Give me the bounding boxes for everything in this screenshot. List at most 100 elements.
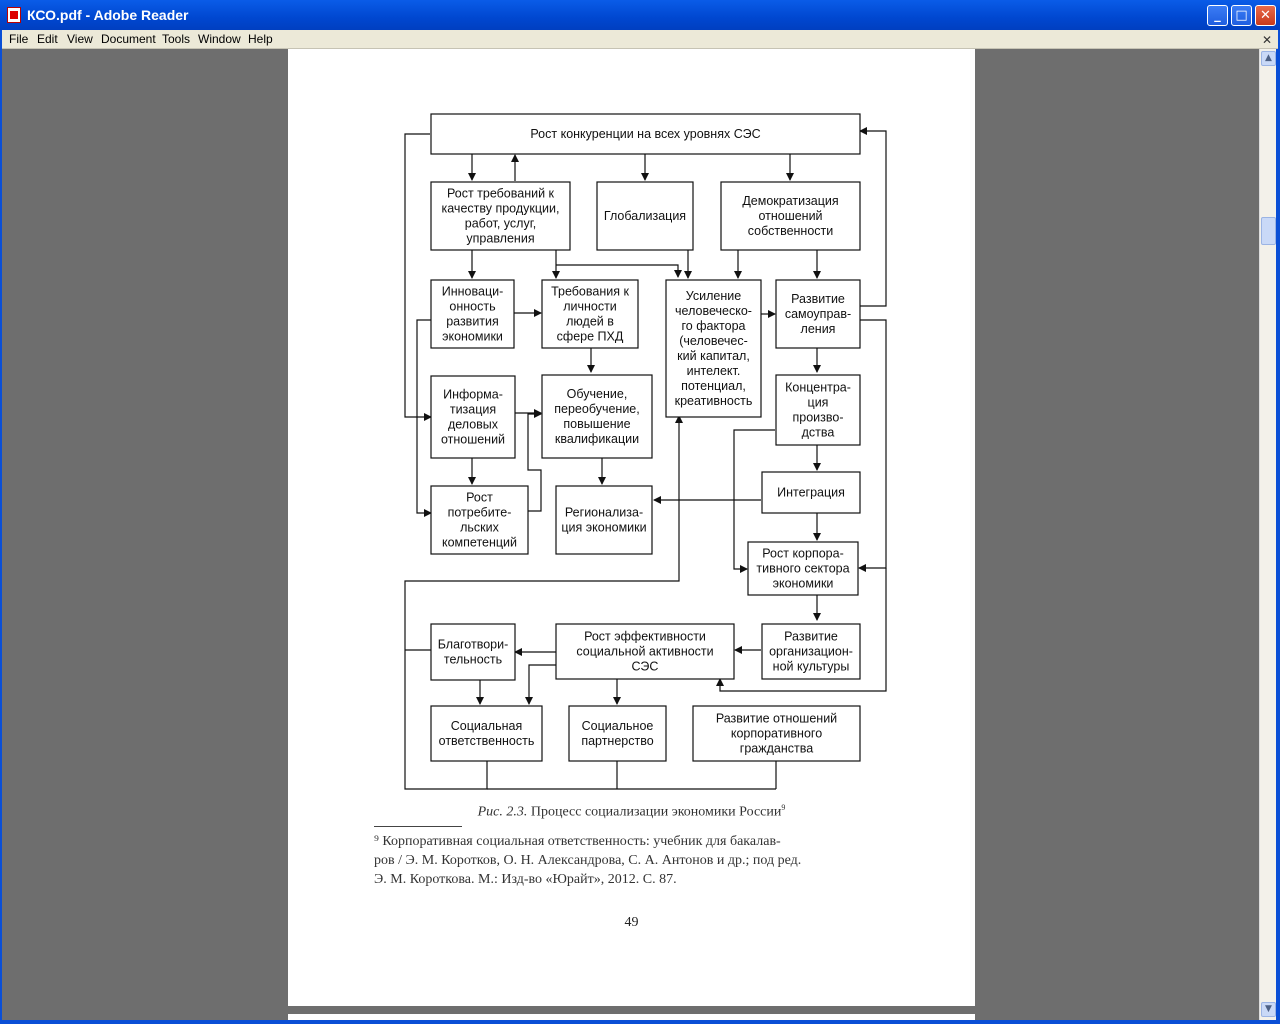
diagram-box-text: го фактора [682,319,746,333]
diagram-box-text: компетенций [442,536,517,550]
footnote-line: ров / Э. М. Коротков, О. Н. Александрова… [374,853,802,868]
menu-file[interactable]: File [9,32,29,46]
menu-bar: File Edit View Document Tools Window Hel… [2,30,1278,49]
diagram-box-text: отношений [441,433,505,447]
scrollbar-thumb[interactable] [1261,217,1276,245]
diagram-box-text: развития [446,315,499,329]
diagram-box-text: людей в [566,315,614,329]
menu-window[interactable]: Window [198,32,241,46]
diagram-box-text: ления [801,322,836,336]
diagram-box-frame [555,485,653,555]
maximize-button[interactable]: □ [1231,5,1252,26]
diagram-box-text: Рост эффективности [584,630,706,644]
scroll-down-arrow-icon[interactable]: ▼ [1261,1002,1276,1017]
diagram-box-text: интелект. [687,364,741,378]
diagram-box-frame [692,705,861,762]
diagram-box-text: личности [563,300,617,314]
diagram-box-text: человеческо- [675,304,752,318]
caption-text: Процесс социализации экономики России [527,804,782,820]
diagram-box-text: работ, услуг, [465,217,536,231]
diagram-box-text: Рост корпора- [762,547,844,561]
diagram-box-frame [430,623,516,681]
diagram-box-text: Развитие отношений [716,712,837,726]
diagram-box-korpgr: Развитие отношенийкорпоративногогражданс… [692,705,861,762]
page-number: 49 [624,915,639,930]
menu-document[interactable]: Document [101,32,156,46]
footnote-rule [374,826,462,827]
title-bar: КСО.pdf - Adobe Reader _ □ ✕ [0,0,1280,30]
menu-help[interactable]: Help [248,32,273,46]
diagram-box-frame [430,485,529,555]
diagram-box-text: Усиление [686,289,741,303]
diagram-box-text: Концентра- [785,381,851,395]
diagram-box-text: ция [808,396,829,410]
diagram-box-frame [747,541,859,596]
diagram-box-text: ответственность [439,734,535,748]
menu-view[interactable]: View [67,32,93,46]
diagram-box-text: Информа- [443,388,503,402]
diagram-box-text: произво- [792,411,843,425]
diagram-box-text: Развитие [784,630,838,644]
diagram-box-text: Социальное [582,719,654,733]
footnote-line: Э. М. Короткова. М.: Изд-во «Юрайт», 201… [374,872,677,887]
diagram-boxes: Рост конкуренции на всех уровнях СЭСРост… [430,113,861,762]
diagram-box-text: гражданства [740,742,813,756]
menu-tools[interactable]: Tools [162,32,191,46]
diagram-box-frame [761,623,861,680]
diagram-box-text: кий капитал, [677,349,750,363]
diagram-box-frame [775,279,861,349]
diagram-box-text: самоуправ- [785,307,851,321]
diagram-box-text: Обучение, [567,387,628,401]
diagram-box-frame [568,705,667,762]
diagram-box-frame [665,279,762,418]
menu-edit[interactable]: Edit [37,32,58,46]
close-button[interactable]: ✕ [1255,5,1276,26]
diagram-box-frame [541,279,639,349]
diagram-box-text: Демократизация [742,194,838,208]
minimize-button[interactable]: _ [1207,5,1228,26]
pdf-icon [7,7,21,23]
diagram-box-text: креативность [675,394,753,408]
diagram-box-text: корпоративного [731,727,822,741]
diagram-box-frame [555,623,735,680]
diagram-box-text: социальной активности [576,645,713,659]
diagram-box-text: управления [466,232,534,246]
diagram-box-text: экономики [773,577,834,591]
diagram-box-text: потребите- [448,506,512,520]
window-title: КСО.pdf - Adobe Reader [27,7,189,23]
diagram-box-text: собственности [748,224,834,238]
figure-caption: Рис. 2.3. Процесс социализации экономики… [288,803,975,821]
next-page-edge [288,1014,975,1020]
diagram-connectors [404,127,887,790]
diagram-box-text: тизация [450,403,496,417]
diagram-box-frame [430,279,515,349]
diagram-box-text: Регионализа- [565,506,643,520]
diagram-box-text: Требования к [551,285,629,299]
diagram-box-text: повышение [563,417,630,431]
document-close-icon[interactable]: ✕ [1261,33,1272,47]
vertical-scrollbar[interactable]: ▲ ▼ [1259,49,1276,1020]
diagram-box-text: онность [449,300,495,314]
diagram-box-blag: Благотвори-тельность [430,623,516,681]
diagram-box-text: льских [460,521,500,535]
diagram-box-text: СЭС [632,660,659,674]
scroll-up-arrow-icon[interactable]: ▲ [1261,51,1276,66]
caption-label: Рис. 2.3. [477,804,528,820]
diagram-box-text: переобучение, [554,402,640,416]
footnote-line: ⁹ Корпоративная социальная ответственнос… [374,834,781,849]
diagram-box-frame [430,705,543,762]
diagram-box-text: ной культуры [773,660,850,674]
diagram-box-text: Интеграция [777,486,845,500]
